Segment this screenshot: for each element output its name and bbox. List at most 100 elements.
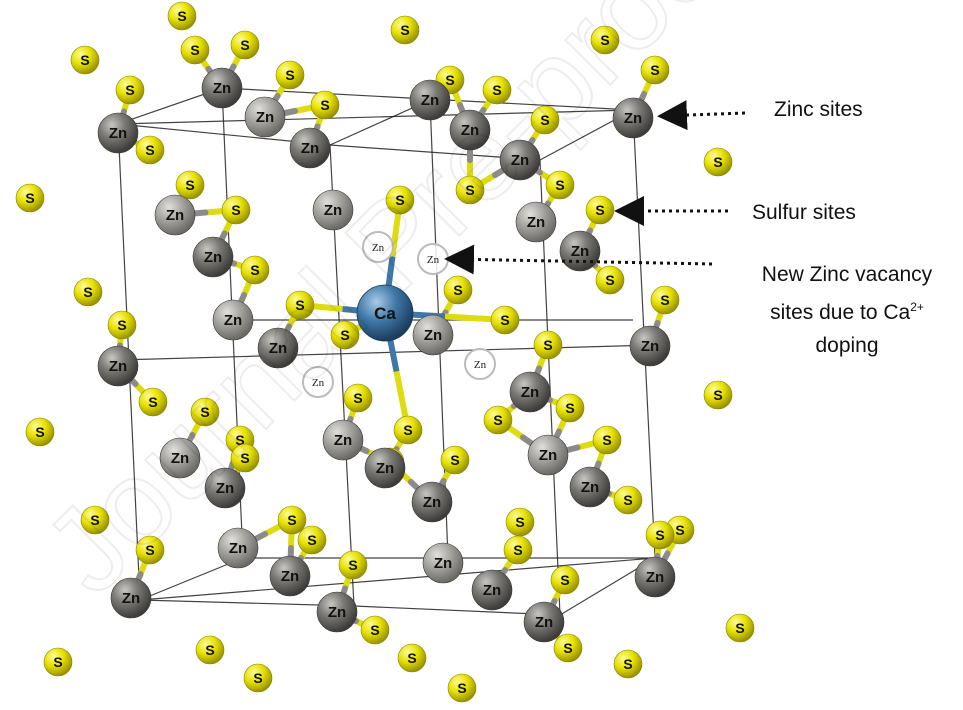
zinc-sites-arrow [657,100,746,131]
zinc-symbol: Zn [434,555,452,572]
sulfur-atom: S [592,425,622,455]
zinc-symbol: Zn [334,432,352,449]
zinc-atom: Zn [312,189,354,231]
zinc-atom: Zn [634,556,676,598]
sulfur-atom: S [613,649,643,679]
sulfur-atom: S [277,505,307,535]
sulfur-symbol: S [340,327,349,343]
sulfur-atom: S [43,647,73,677]
zinc-atom: Zn [289,127,331,169]
zinc-atom: Zn [523,601,565,643]
sulfur-atom: S [545,170,575,200]
sulfur-atom: S [115,75,145,105]
zinc-atom: Zn [449,109,491,151]
sulfur-symbol: S [445,72,454,88]
sulfur-atom: S [338,550,368,580]
sulfur-atom: S [175,170,205,200]
cell-edge-line [117,344,656,361]
sulfur-symbol: S [235,432,244,448]
zinc-atom: Zn [569,466,611,508]
sulfur-atom: S [285,290,315,320]
sulfur-symbol: S [555,177,564,193]
sulfur-symbol: S [563,640,572,656]
zinc-vacancy-site: Zn [362,231,394,263]
sulfur-symbol: S [353,390,362,406]
sulfur-atom: S [70,45,100,75]
sulfur-atom: S [135,535,165,565]
zinc-symbol: Zn [421,92,439,109]
vacancy-sites-arrow [444,244,713,275]
zinc-symbol: Zn [324,202,342,219]
sulfur-symbol: S [177,8,186,24]
sulfur-symbol: S [35,424,44,440]
sulfur-atom: S [297,525,327,555]
cell-edge-line [139,557,244,601]
sulfur-symbol: S [457,680,466,696]
zinc-atom: Zn [257,327,299,369]
sulfur-symbol: S [205,642,214,658]
sulfur-symbol: S [253,670,262,686]
sulfur-symbol: S [83,284,92,300]
sulfur-symbol: S [675,522,684,538]
sulfur-symbol: S [125,82,134,98]
sulfur-sites-label: Sulfur sites [752,201,856,224]
calcium-symbol: Ca [374,304,396,323]
sulfur-symbol: S [250,262,259,278]
sulfur-symbol: S [515,514,524,530]
sulfur-symbol: S [450,452,459,468]
zinc-symbol: Zn [301,140,319,157]
sulfur-symbol: S [395,192,404,208]
zinc-symbol: Zn [122,590,140,607]
sulfur-symbol: S [650,62,659,78]
sulfur-symbol: S [370,622,379,638]
sulfur-symbol: S [605,272,614,288]
sulfur-symbol: S [320,97,329,113]
sulfur-atom: S [555,393,585,423]
zinc-atom: Zn [201,67,243,109]
sulfur-symbol: S [145,142,154,158]
sulfur-atom: S [230,443,260,473]
sulfur-symbol: S [655,527,664,543]
zinc-symbol: Zn [511,152,529,169]
sulfur-symbol: S [307,532,316,548]
zinc-symbol: Zn [224,312,242,329]
zinc-atom: Zn [515,201,557,243]
sulfur-symbol: S [200,404,209,420]
zinc-symbol: Zn [281,568,299,585]
sulfur-atom: S [390,15,420,45]
cell-edge-line [139,557,656,601]
zinc-symbol: Zn [216,480,234,497]
sulfur-atom: S [73,277,103,307]
sulfur-atom: S [530,105,560,135]
sulfur-symbol: S [595,202,604,218]
sulfur-atom: S [533,330,563,360]
sulfur-symbol: S [117,317,126,333]
zinc-atom: Zn [97,112,139,154]
zinc-symbol: Zn [527,214,545,231]
vacancy-label-line2: sites due to Ca2+ [732,291,962,329]
zinc-atom: Zn [527,434,569,476]
zinc-symbol: Zn [229,540,247,557]
sulfur-symbol: S [231,202,240,218]
zinc-vacancy-site: Zn [302,366,334,398]
zinc-atom: Zn [409,79,451,121]
zinc-symbol: Zn [424,327,442,344]
atom-layer: S S S S S S S S S S S S S S S S S S S S S S S S S S S S S S S S S S S S S S S S… [15,1,755,703]
zinc-atom: Zn [110,577,152,619]
sulfur-symbol: S [540,112,549,128]
sulfur-atom: S [455,175,485,205]
sulfur-atom: S [645,520,675,550]
zinc-atom: Zn [412,314,454,356]
zinc-symbol: Zn [376,460,394,477]
sulfur-symbol: S [348,557,357,573]
sulfur-symbol: S [403,422,412,438]
zinc-symbol: Zn [641,338,659,355]
sulfur-symbol: S [602,432,611,448]
sulfur-atom: S [330,320,360,350]
zinc-symbol: Zn [581,479,599,496]
sulfur-symbol: S [240,37,249,53]
sulfur-atom: S [613,485,643,515]
zinc-atom: Zn [364,447,406,489]
zinc-sites-label: Zinc sites [774,98,863,121]
